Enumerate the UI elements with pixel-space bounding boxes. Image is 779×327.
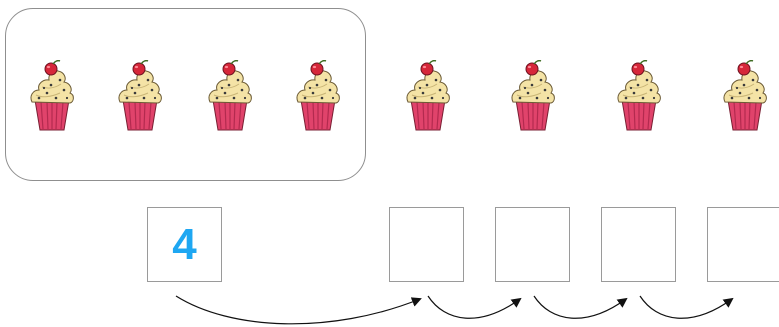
box-value: 4 — [172, 219, 197, 269]
cupcake-icon — [403, 60, 453, 132]
curved-arrow-icon — [533, 295, 628, 319]
cupcake-icon — [508, 60, 558, 132]
grouped-cupcakes-frame — [5, 8, 366, 181]
curved-arrow-icon — [639, 295, 734, 319]
answer-box[interactable] — [389, 207, 464, 282]
cupcake-icon — [205, 60, 255, 132]
curved-arrow-icon — [175, 295, 422, 325]
answer-box[interactable] — [495, 207, 570, 282]
cupcake-icon — [614, 60, 664, 132]
answer-box[interactable]: 4 — [147, 207, 222, 282]
cupcake-icon — [720, 60, 770, 132]
cupcake-icon — [27, 60, 77, 132]
curved-arrow-icon — [427, 295, 522, 319]
answer-box[interactable] — [707, 207, 779, 282]
cupcake-icon — [293, 60, 343, 132]
cupcake-icon — [115, 60, 165, 132]
answer-box[interactable] — [601, 207, 676, 282]
